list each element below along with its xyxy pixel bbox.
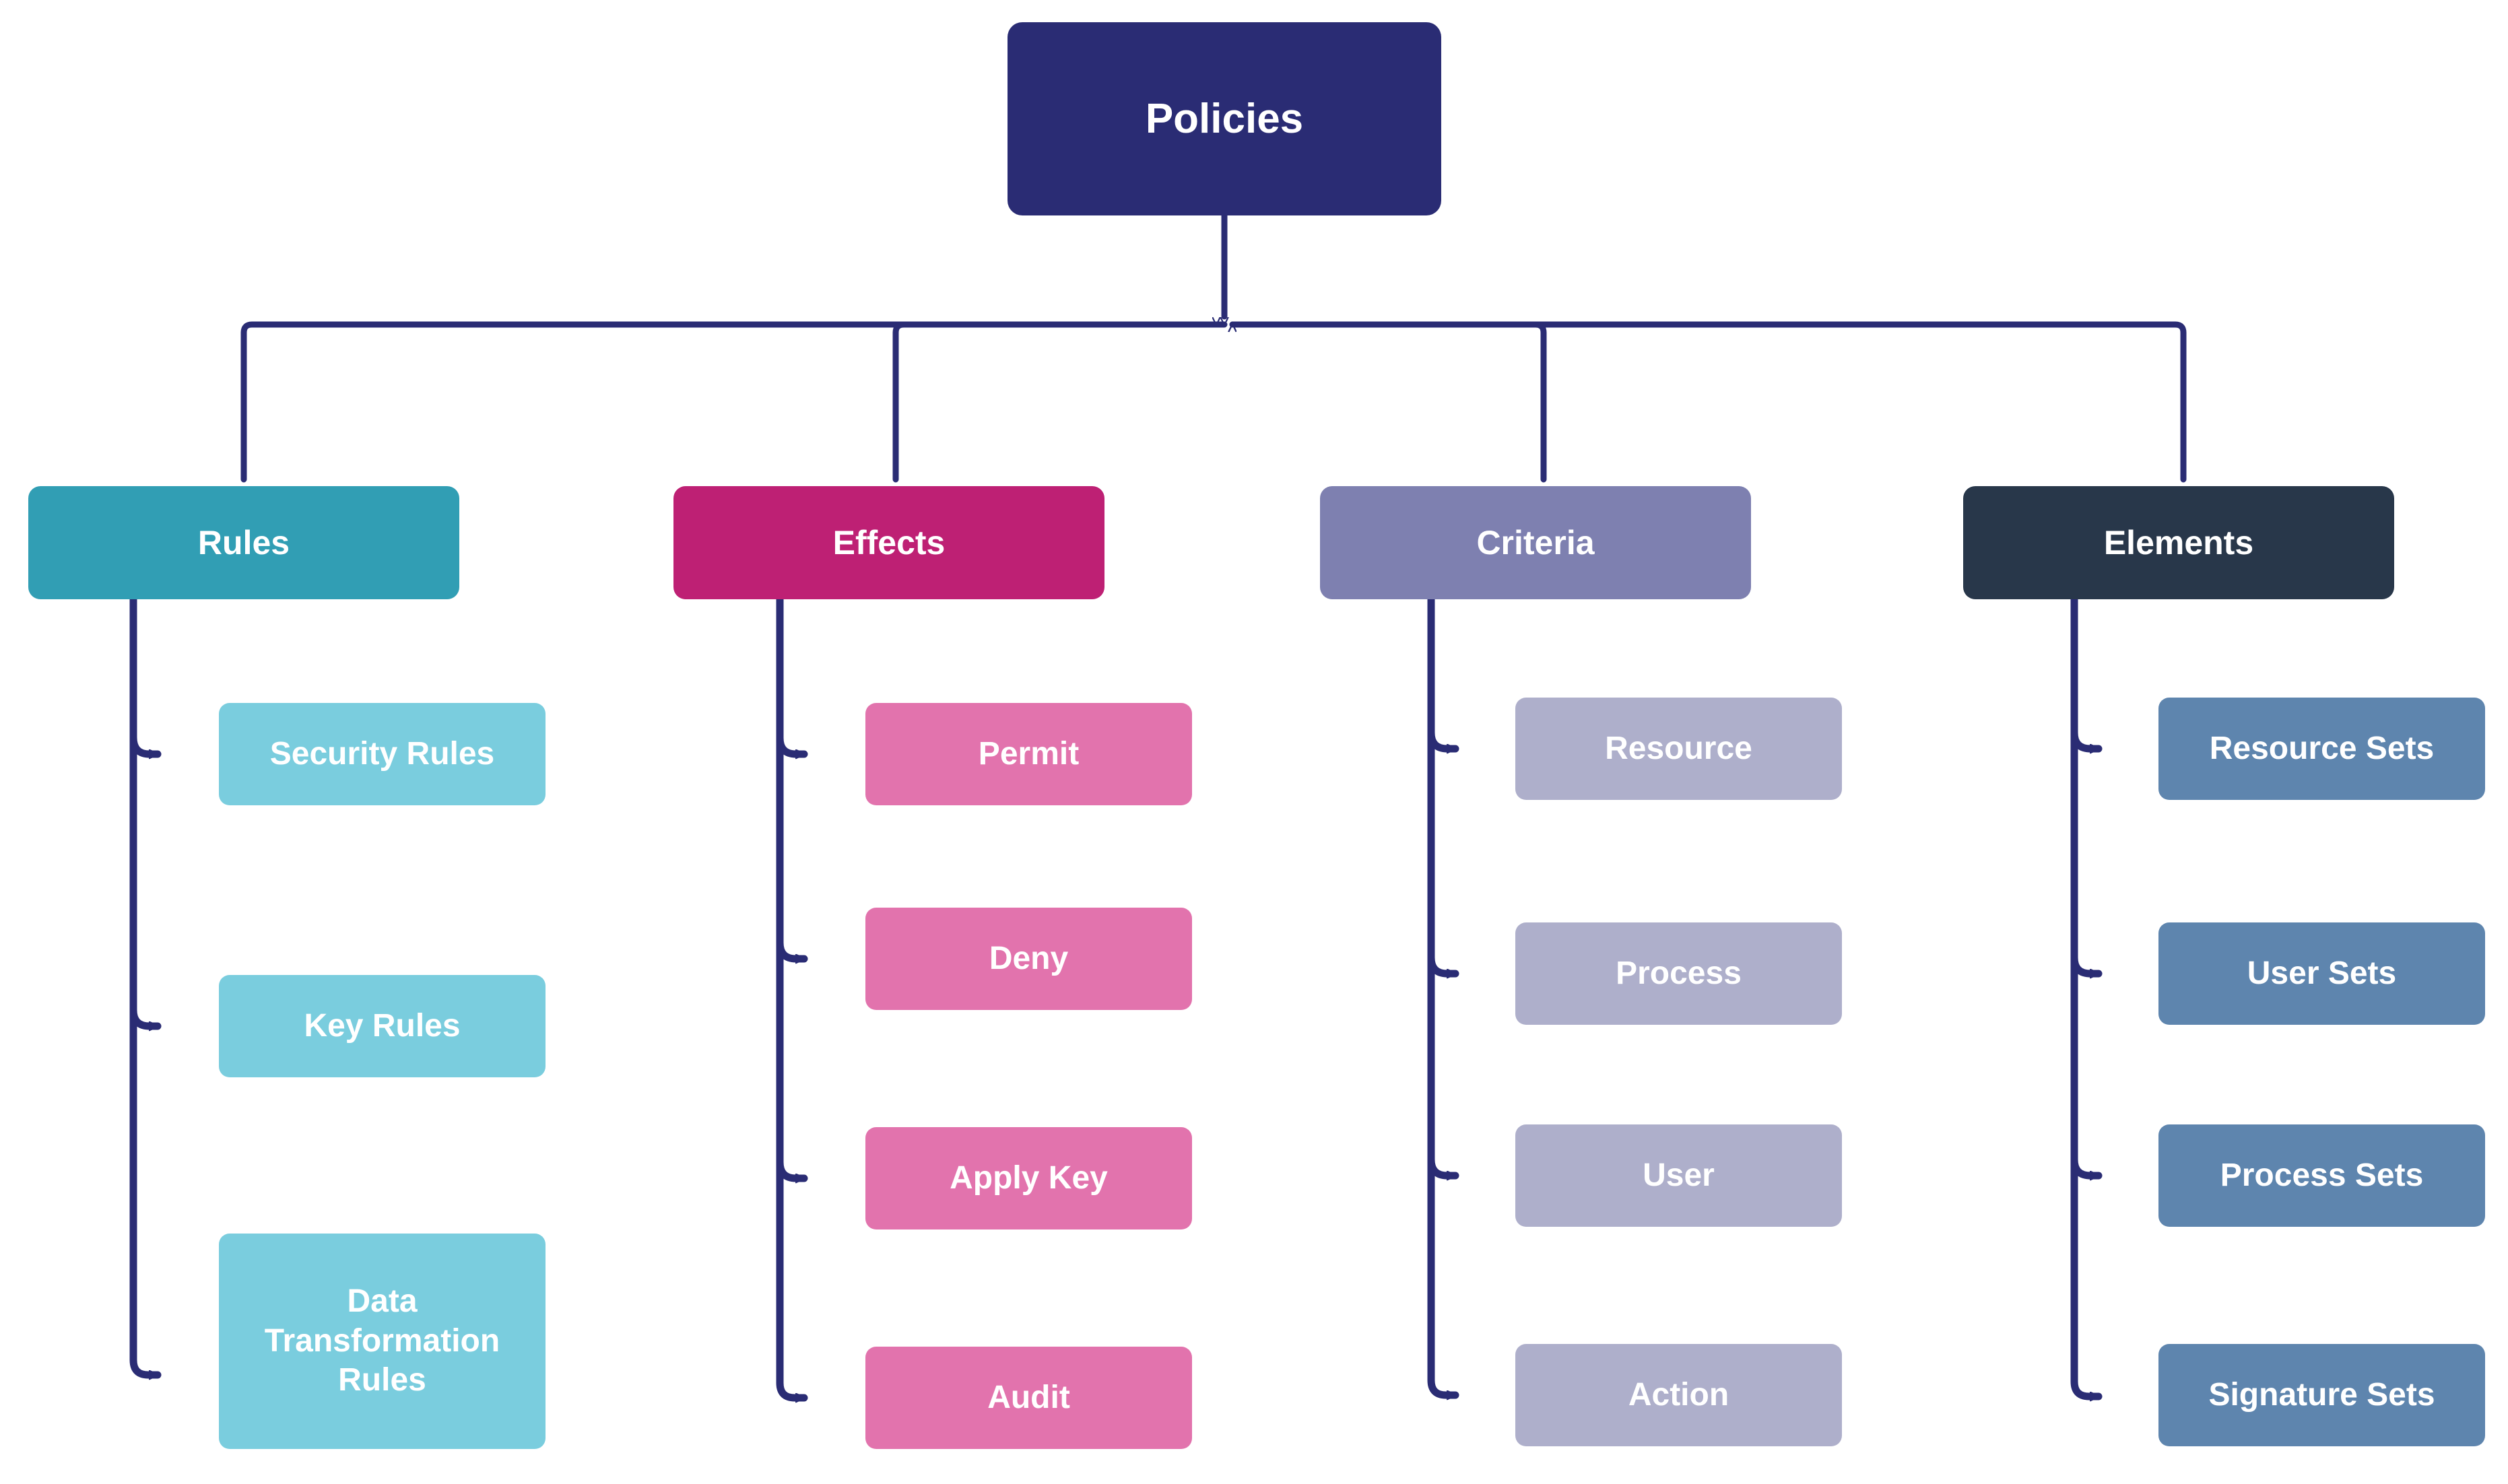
node-apply-key[interactable]: Apply Key <box>865 1127 1192 1229</box>
edge-criteria-to-process <box>1427 953 1459 974</box>
node-criteria[interactable]: Criteria <box>1320 486 1751 599</box>
node-policies-label: Policies <box>1145 95 1304 142</box>
node-effects[interactable]: Effects <box>673 486 1104 599</box>
node-security-rules[interactable]: Security Rules <box>219 703 546 805</box>
edge-rules-to-data-transformation-rules <box>129 595 162 1375</box>
edge-elements-to-user-sets <box>2070 953 2103 974</box>
node-action[interactable]: Action <box>1515 1344 1842 1446</box>
edge-criteria-to-user <box>1427 1155 1459 1176</box>
node-key-rules-label: Key Rules <box>304 1007 461 1044</box>
node-process[interactable]: Process <box>1515 922 1842 1025</box>
node-policies[interactable]: Policies <box>1008 22 1441 215</box>
node-data-transformation-rules[interactable]: Data Transformation Rules <box>219 1234 546 1449</box>
node-key-rules[interactable]: Key Rules <box>219 975 546 1077</box>
edge-elements-to-signature-sets <box>2070 595 2103 1396</box>
edge-effects-to-audit <box>776 595 808 1398</box>
edge-root-to-rules <box>240 325 1216 483</box>
edge-elements-to-process-sets <box>2070 1155 2103 1176</box>
node-user-label: User <box>1643 1157 1715 1193</box>
node-rules[interactable]: Rules <box>28 486 459 599</box>
node-effects-label: Effects <box>832 523 946 562</box>
node-resource-sets[interactable]: Resource Sets <box>2158 698 2485 800</box>
edge-root-to-criteria <box>1232 321 1547 483</box>
node-audit-label: Audit <box>987 1379 1070 1415</box>
node-signature-sets[interactable]: Signature Sets <box>2158 1344 2485 1446</box>
node-rules-label: Rules <box>197 523 290 562</box>
node-criteria-label: Criteria <box>1476 523 1595 562</box>
edge-effects-to-permit <box>776 734 808 754</box>
edge-elements-to-resource-sets <box>2070 729 2103 749</box>
edge-effects-to-deny <box>776 939 808 959</box>
edge-root-to-elements <box>1232 321 2187 483</box>
edge-effects-to-apply-key <box>776 1158 808 1178</box>
node-process-sets[interactable]: Process Sets <box>2158 1124 2485 1227</box>
node-deny-label: Deny <box>989 940 1069 976</box>
node-apply-key-label: Apply Key <box>950 1159 1108 1196</box>
node-resource[interactable]: Resource <box>1515 698 1842 800</box>
node-resource-label: Resource <box>1605 730 1752 766</box>
edge-root-to-effects <box>892 325 1224 483</box>
node-elements-label: Elements <box>2103 523 2254 562</box>
node-deny[interactable]: Deny <box>865 908 1192 1010</box>
edge-criteria-to-action <box>1427 595 1459 1395</box>
node-user-sets[interactable]: User Sets <box>2158 922 2485 1025</box>
edge-rules-to-security-rules <box>129 733 162 754</box>
node-process-sets-label: Process Sets <box>2220 1157 2424 1193</box>
node-action-label: Action <box>1628 1376 1729 1413</box>
node-signature-sets-label: Signature Sets <box>2208 1376 2435 1413</box>
node-permit[interactable]: Permit <box>865 703 1192 805</box>
node-user-sets-label: User Sets <box>2247 955 2397 991</box>
edge-rules-to-key-rules <box>129 1006 162 1026</box>
edge-criteria-to-resource <box>1427 729 1459 749</box>
node-elements[interactable]: Elements <box>1963 486 2394 599</box>
node-audit[interactable]: Audit <box>865 1347 1192 1449</box>
node-process-label: Process <box>1616 955 1742 991</box>
node-permit-label: Permit <box>978 735 1080 772</box>
node-data-transformation-rules-label: Data Transformation Rules <box>264 1283 500 1398</box>
node-resource-sets-label: Resource Sets <box>2209 730 2435 766</box>
node-security-rules-label: Security Rules <box>269 735 495 772</box>
node-user[interactable]: User <box>1515 1124 1842 1227</box>
